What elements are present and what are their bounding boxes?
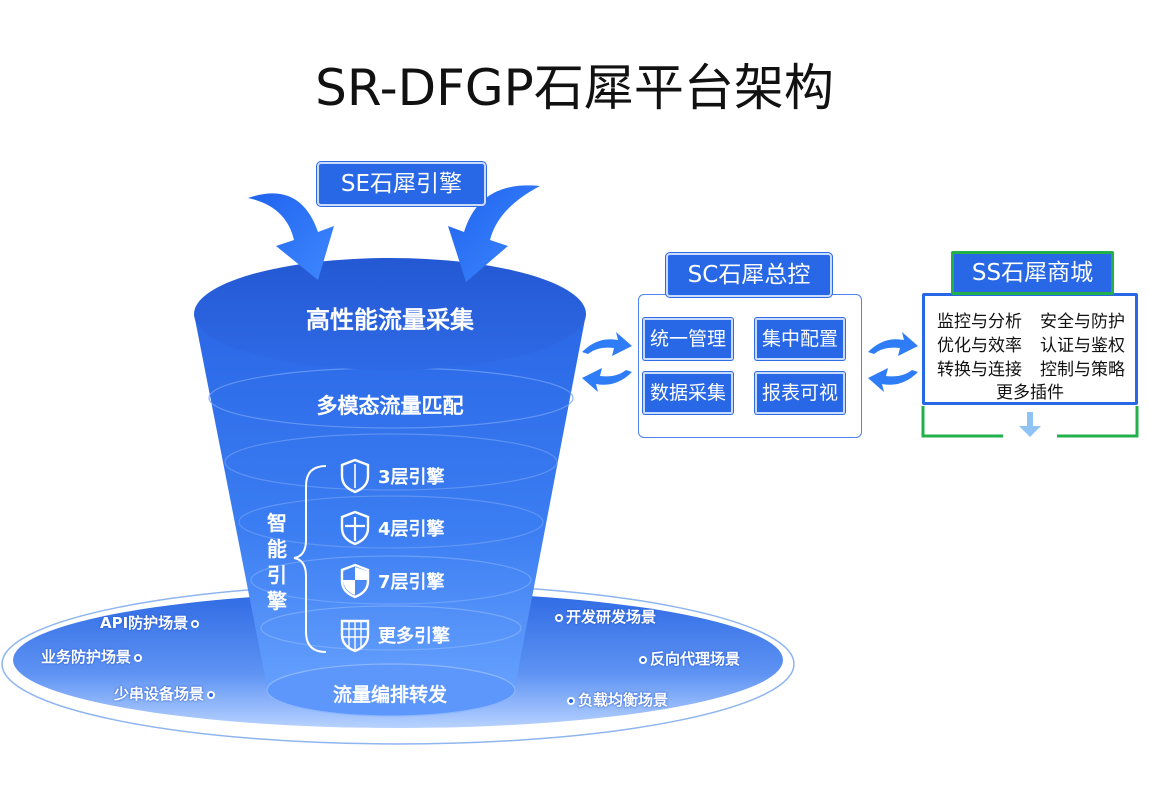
scene-right-dev: 开发研发场景 <box>552 606 656 627</box>
control-report-visual: 报表可视 <box>755 372 845 414</box>
down-arrow-icon <box>1019 412 1041 437</box>
scene-dot-icon <box>191 619 200 628</box>
engine-row-more: 更多引擎 <box>340 617 450 653</box>
control-centralized-config: 集中配置 <box>755 318 845 360</box>
store-item-monitor: 监控与分析 <box>937 312 1022 332</box>
store-item-transform: 转换与连接 <box>937 360 1022 380</box>
store-item-auth: 认证与鉴权 <box>1040 336 1125 356</box>
engine-label-l4: 4层引擎 <box>378 519 445 540</box>
layer-high-performance-collect: 高性能流量采集 <box>306 306 474 334</box>
store-item-control: 控制与策略 <box>1040 360 1125 380</box>
smart-engine-label: 智 能 引 擎 <box>267 511 287 613</box>
layer-multimodal-match: 多模态流量匹配 <box>316 394 464 418</box>
control-unified-management: 统一管理 <box>643 318 733 360</box>
scene-left-business: 业务防护场景 <box>41 646 145 667</box>
store-item-more: 更多插件 <box>996 383 1064 403</box>
scene-dot-icon <box>567 696 575 705</box>
engine-row-l7: 7层引擎 <box>340 563 445 599</box>
shield-outline-icon <box>340 458 370 494</box>
control-title: SC石犀总控 <box>666 253 832 297</box>
store-item-security: 安全与防护 <box>1040 312 1125 332</box>
shield-cross-icon <box>340 510 370 546</box>
shield-quarter-icon <box>340 563 370 599</box>
scene-dot-icon <box>134 653 143 662</box>
engine-brace <box>293 465 327 653</box>
shield-grid-icon <box>340 619 370 653</box>
funnel-body <box>194 314 586 705</box>
scene-right-proxy: 反向代理场景 <box>636 648 740 669</box>
funnel-bottom-ellipse <box>266 663 516 717</box>
engine-label-more: 更多引擎 <box>378 626 450 647</box>
scene-left-device: 少串设备场景 <box>114 683 218 704</box>
scene-dot-icon <box>207 690 216 699</box>
engine-title: SE石犀引擎 <box>317 162 486 206</box>
exchange-arrows-left-icon <box>582 332 632 392</box>
scene-left-api: API防护场景 <box>100 612 202 633</box>
engine-row-l3: 3层引擎 <box>340 458 445 494</box>
curved-arrow-right-icon <box>448 185 540 282</box>
store-title: SS石犀商城 <box>951 251 1114 295</box>
scene-dot-icon <box>555 613 563 622</box>
engine-label-l7: 7层引擎 <box>378 572 445 593</box>
control-panel <box>638 294 862 438</box>
exchange-arrows-right-icon <box>868 332 918 392</box>
scene-right-lb: 负载均衡场景 <box>564 689 668 710</box>
store-green-bracket <box>921 406 1139 438</box>
control-data-collection: 数据采集 <box>643 372 733 414</box>
engine-label-l3: 3层引擎 <box>378 467 445 488</box>
store-panel <box>922 293 1138 405</box>
curved-arrow-left-icon <box>248 193 334 280</box>
store-item-optimize: 优化与效率 <box>937 336 1022 356</box>
scene-dot-icon <box>639 655 647 664</box>
engine-row-l4: 4层引擎 <box>340 510 445 546</box>
funnel-top <box>194 258 586 370</box>
page-title: SR-DFGP石犀平台架构 <box>315 59 834 117</box>
layer-traffic-orchestrate: 流量编排转发 <box>332 684 447 706</box>
